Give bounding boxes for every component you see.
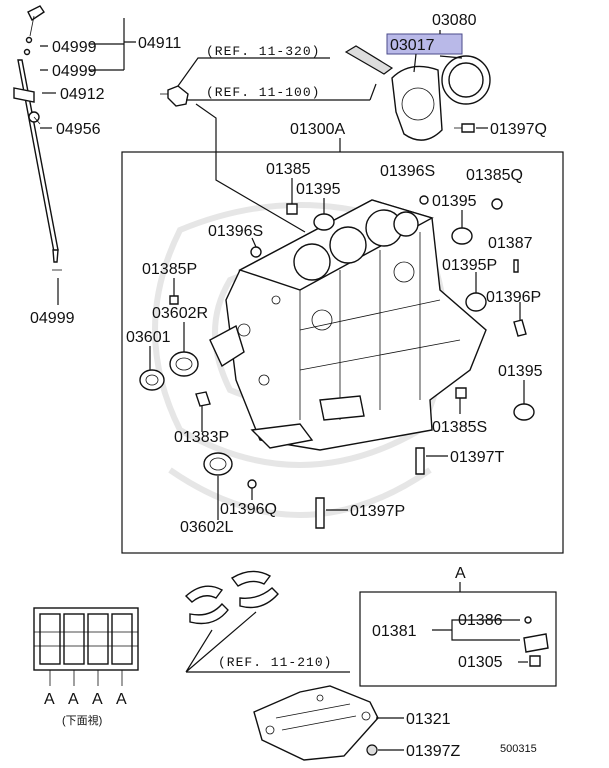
bolt-01397P	[315, 497, 325, 529]
oil-level-gauge-assembly	[13, 5, 62, 271]
mark-bottom-A1: A	[44, 691, 55, 708]
bearing-cap-bolt-parts	[523, 616, 549, 667]
label-01321: 01321	[406, 711, 451, 728]
label-01396S-top: 01396S	[380, 163, 435, 180]
bolt-01397Q	[454, 123, 475, 133]
ref-11-100: (REF. 11-100)	[206, 85, 320, 100]
mark-bottom-A3: A	[92, 691, 103, 708]
block-bottom-view	[33, 607, 139, 686]
ref-11-210: (REF. 11-210)	[218, 655, 332, 670]
plug-01385P	[169, 295, 179, 305]
plug-01385Q	[491, 198, 503, 210]
plug-01395-c	[513, 403, 535, 421]
plug-01395-a	[313, 213, 335, 231]
label-04999-c: 04999	[30, 310, 75, 327]
label-01395-b: 01395	[432, 193, 477, 210]
plug-01395-b	[451, 227, 473, 245]
label-01385Q: 01385Q	[466, 167, 523, 184]
detail-A-frame	[359, 591, 557, 687]
label-01396Q: 01396Q	[220, 501, 277, 518]
pin-01396P	[513, 319, 527, 337]
label-03602R: 03602R	[152, 305, 208, 322]
label-01300A: 01300A	[290, 121, 345, 138]
plug-01395P	[465, 292, 487, 312]
bearing-03601	[139, 369, 165, 391]
pin-01387	[513, 259, 519, 273]
bearing-03602R	[169, 351, 199, 377]
label-01387: 01387	[488, 235, 533, 252]
label-01305: 01305	[458, 654, 503, 671]
label-04956: 04956	[56, 121, 101, 138]
label-04999-b: 04999	[52, 63, 97, 80]
mark-bottom-A4: A	[116, 691, 127, 708]
pin-01383P	[195, 391, 211, 407]
label-01396S-left: 01396S	[208, 223, 263, 240]
ref-11-320: (REF. 11-320)	[206, 44, 320, 59]
cylinder-block-frame	[121, 151, 564, 554]
label-03602L: 03602L	[180, 519, 233, 536]
pin-01396S-top	[419, 195, 429, 205]
plug-01385	[286, 203, 298, 215]
label-01395-a: 01395	[296, 181, 341, 198]
oil-pan-baffle	[253, 685, 379, 761]
label-03017: 03017	[390, 37, 435, 54]
label-01396P: 01396P	[486, 289, 541, 306]
crankshaft-bearing-shells	[184, 570, 279, 625]
plug-01385S	[455, 387, 467, 399]
diagram-number: 500315	[500, 743, 537, 755]
label-04911: 04911	[138, 35, 181, 52]
label-04999-a: 04999	[52, 39, 97, 56]
label-01397P: 01397P	[350, 503, 405, 520]
label-01386: 01386	[458, 612, 503, 629]
label-04912: 04912	[60, 86, 105, 103]
label-01397Z: 01397Z	[406, 743, 460, 760]
label-01395P: 01395P	[442, 257, 497, 274]
bottom-view-caption: (下面視)	[62, 713, 102, 727]
label-01397Q: 01397Q	[490, 121, 547, 138]
bearing-03602L	[203, 452, 233, 476]
highlight-03017	[386, 33, 463, 55]
label-03080: 03080	[432, 12, 477, 29]
detail-A-mark: A	[455, 565, 466, 582]
label-01385P: 01385P	[142, 261, 197, 278]
rear-oil-seal-case	[344, 45, 491, 141]
pin-01396S-left	[250, 246, 262, 258]
label-01381: 01381	[372, 623, 417, 640]
label-01385: 01385	[266, 161, 311, 178]
pin-01396Q	[247, 479, 257, 489]
sensor-part	[160, 85, 189, 107]
label-01385S: 01385S	[432, 419, 487, 436]
label-01383P: 01383P	[174, 429, 229, 446]
label-03601: 03601	[126, 329, 171, 346]
bolt-01397Z	[366, 744, 378, 756]
mark-bottom-A2: A	[68, 691, 79, 708]
label-01397T: 01397T	[450, 449, 504, 466]
cylinder-block	[209, 199, 487, 451]
label-01395-c: 01395	[498, 363, 543, 380]
bolt-01397T	[415, 447, 425, 475]
